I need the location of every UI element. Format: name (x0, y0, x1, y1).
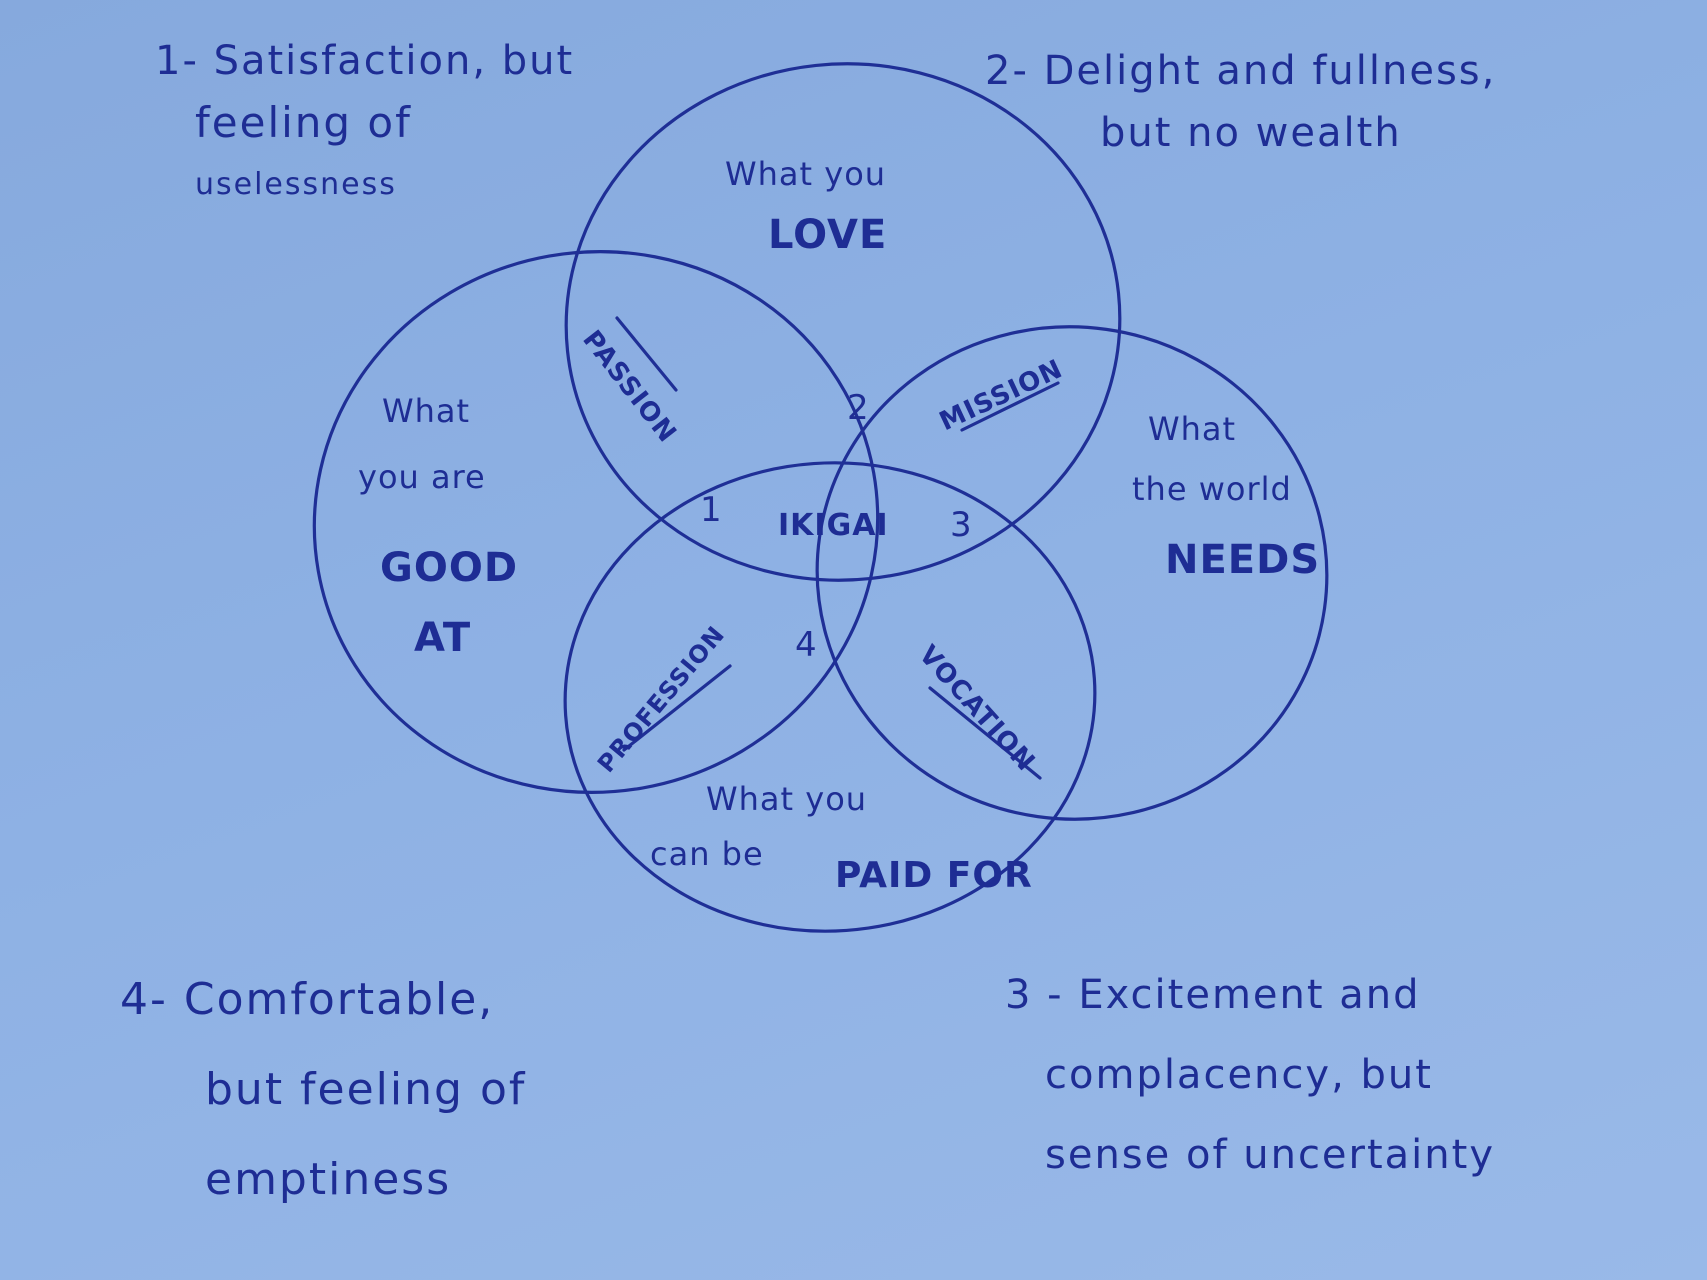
note-4: 4- Comfortable, but feeling of emptiness (120, 955, 526, 1225)
note-1: 1- Satisfaction, but feeling of uselessn… (155, 30, 574, 216)
needs-caption-1: What (1148, 410, 1237, 448)
good-at-caption-2: you are (358, 458, 486, 496)
needs-title: NEEDS (1165, 537, 1321, 583)
note-2-line-2: but no wealth (1100, 110, 1402, 156)
good-at-title-1: GOOD (380, 545, 519, 591)
paid-caption-1: What you (706, 780, 868, 818)
good-at-caption-1: What (382, 392, 471, 430)
note-4-line-2: but feeling of (205, 1064, 527, 1115)
love-caption: What you (725, 155, 887, 193)
vocation-underline (928, 686, 1042, 780)
note-3-line-1: 3 - Excitement and (1005, 972, 1421, 1018)
region-ikigai: IKIGAI (778, 508, 889, 543)
note-3-line-2: complacency, but (1045, 1052, 1433, 1098)
passion-underline (615, 316, 678, 392)
note-1-line-3: uselessness (195, 167, 397, 202)
mission-underline (960, 381, 1060, 432)
number-3: 3 (950, 505, 972, 545)
note-4-line-3: emptiness (205, 1154, 452, 1205)
number-2: 2 (847, 388, 869, 428)
circle-needs (815, 325, 1329, 821)
paid-caption-2: can be (650, 835, 764, 873)
note-2-line-1: 2- Delight and fullness, (985, 48, 1497, 94)
circle-good-at (312, 250, 880, 794)
number-1: 1 (700, 490, 722, 530)
circle-paid-for (563, 461, 1097, 933)
note-1-line-2: feeling of (195, 98, 412, 147)
good-at-title-2: AT (414, 615, 472, 661)
paid-title: PAID FOR (835, 855, 1033, 896)
note-2: 2- Delight and fullness, but no wealth (985, 40, 1496, 164)
note-3: 3 - Excitement and complacency, but sens… (1005, 955, 1495, 1195)
note-4-line-1: 4- Comfortable, (120, 974, 495, 1025)
love-title: LOVE (768, 212, 888, 258)
profession-underline (622, 664, 732, 752)
note-3-line-3: sense of uncertainty (1045, 1132, 1495, 1178)
number-4: 4 (795, 625, 817, 665)
note-1-line-1: 1- Satisfaction, but (155, 38, 575, 84)
needs-caption-2: the world (1132, 470, 1292, 508)
